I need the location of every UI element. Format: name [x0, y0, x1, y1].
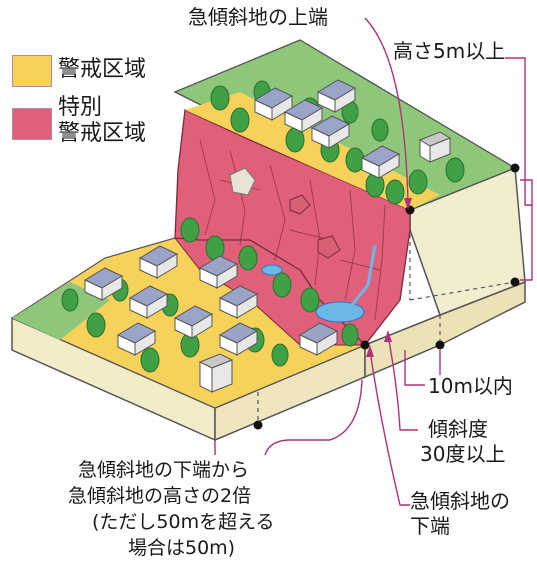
- incline-label-2: 30度以上: [420, 442, 506, 466]
- water-icon: [261, 244, 377, 323]
- slope-top-label: 急傾斜地の上端: [188, 5, 328, 29]
- arrowheads: [366, 198, 412, 357]
- vertex-dots: [253, 163, 520, 430]
- legend-warning-label: 警戒区域: [58, 57, 147, 83]
- slope-bottom-label-2: 下端: [410, 514, 450, 538]
- incline-label-1: 傾斜度: [428, 417, 488, 441]
- dashed-guide-lines: [257, 210, 516, 425]
- legend-special-swatch: [12, 108, 52, 140]
- legend-special-label-2: 警戒区域: [58, 121, 147, 147]
- range-label-4: 場合は50m): [128, 537, 236, 560]
- range-label-3: (ただし50mを超える: [92, 511, 275, 534]
- legend-warning-swatch: [12, 55, 52, 87]
- legend-special-label-1: 特別: [58, 95, 103, 121]
- range-label-2: 急傾斜地の高さの2倍: [68, 485, 252, 508]
- slope-bottom-label-1: 急傾斜地の: [410, 489, 510, 513]
- range-label-1: 急傾斜地の下端から: [78, 459, 250, 482]
- house-icon-group: [83, 79, 452, 393]
- height-label: 高さ5m以上: [393, 39, 506, 63]
- grass-lower-left: [12, 282, 110, 340]
- rock-icon: [229, 167, 341, 259]
- within-10m-label: 10m以内: [428, 374, 513, 398]
- tree-icon-group: [61, 80, 465, 373]
